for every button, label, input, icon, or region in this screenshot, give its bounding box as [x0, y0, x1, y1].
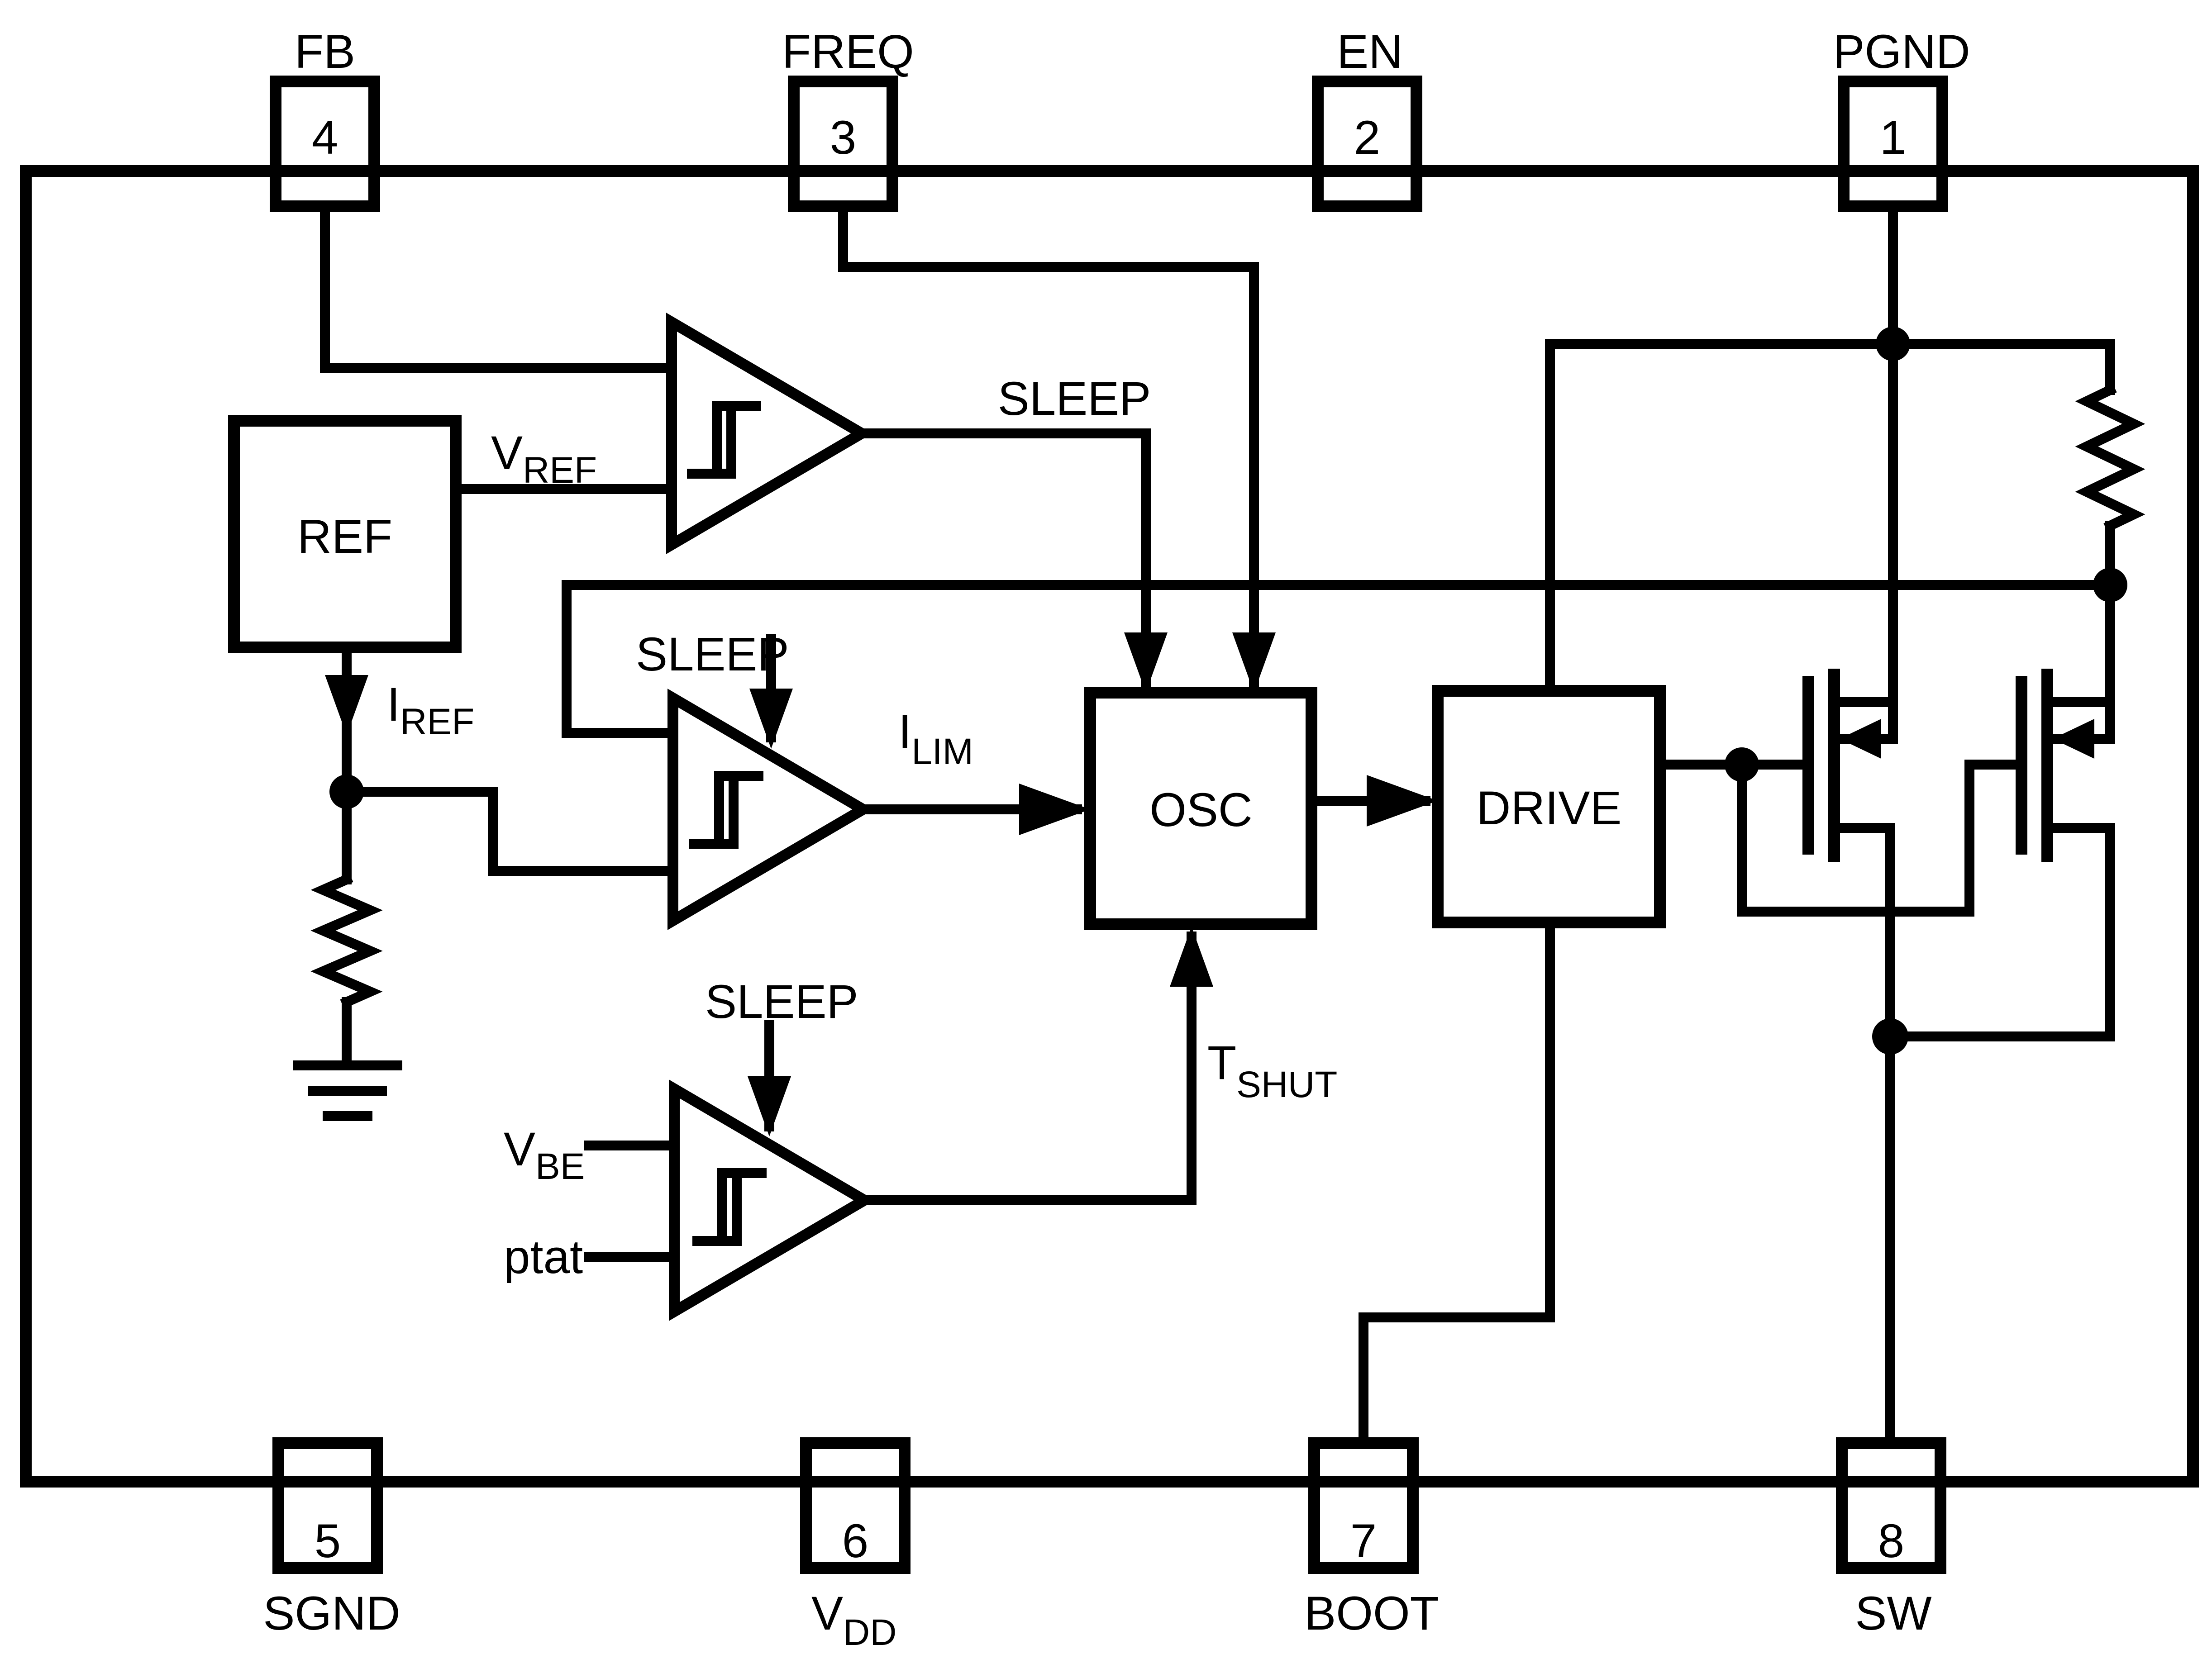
chip-outline	[20, 165, 2199, 1488]
pin-box-pgnd	[1838, 76, 1948, 212]
hysteresis-icon	[687, 401, 761, 479]
arrowheads	[325, 632, 1438, 1136]
pin-label-en: EN	[1337, 25, 1403, 78]
junction-dots	[329, 327, 2127, 1055]
arrow-osc-into-drive-icon	[1367, 775, 1438, 827]
signal-label-iref-sub: REF	[400, 701, 474, 742]
signal-label-vref-base: V	[491, 427, 523, 480]
signal-label-ilim-sub: LIM	[911, 731, 973, 772]
signal-label-vbe: VBE	[504, 1123, 585, 1187]
comparator-ilim-triangle	[667, 689, 874, 930]
signal-label-sleep-output: SLEEP	[998, 372, 1151, 425]
pin-number-sgnd: 5	[315, 1515, 341, 1568]
arrow-sleep-into-osc-icon	[1124, 632, 1168, 693]
pin-box-fb	[270, 76, 380, 212]
pin-box-en	[1312, 76, 1422, 212]
arrow-ilim-into-osc-icon	[1019, 784, 1090, 835]
signal-label-vref-sub: REF	[523, 450, 597, 491]
signal-label-vbe-base: V	[504, 1123, 535, 1176]
wire-iref-to-comparator	[342, 787, 678, 876]
wire-m1-drain-to-sw	[1829, 823, 1895, 1448]
wire-freq-to-osc	[838, 201, 1259, 688]
comparator-thermal	[669, 1079, 875, 1321]
signal-label-tshut-base: T	[1207, 1036, 1236, 1089]
junction-dot-pgnd	[1876, 327, 1910, 361]
comparator-sleep-triangle	[666, 313, 872, 554]
pins	[270, 76, 1948, 1574]
signal-label-vref: VREF	[491, 427, 597, 491]
wire-sleep-to-osc	[857, 428, 1151, 688]
comparator-thermal-triangle	[669, 1079, 875, 1321]
signal-label-tshut-sub: SHUT	[1236, 1064, 1337, 1105]
junction-dot-sense	[2093, 568, 2127, 602]
pin-label-sw: SW	[1855, 1587, 1931, 1640]
wire-gate-routing	[1737, 760, 2026, 917]
wire-tshut-to-osc	[859, 932, 1197, 1205]
block-drive	[1432, 685, 1666, 928]
wire-drive-to-boot	[1359, 917, 1555, 1448]
block-ref	[228, 415, 462, 653]
arrow-sleep-into-thermal-comparator-icon	[748, 1076, 791, 1136]
wire-fb-to-comparator	[320, 201, 677, 373]
signal-label-ilim: ILIM	[898, 705, 973, 772]
signal-label-ptat: ptat	[504, 1231, 583, 1283]
junction-dot-sw	[1872, 1018, 1908, 1055]
signal-label-sleep-ilim: SLEEP	[636, 628, 789, 681]
resistor-iref-icon	[310, 873, 383, 1009]
pin-label-pgnd: PGND	[1833, 25, 1970, 78]
wire-m2-drain-to-sw	[1885, 823, 2115, 1041]
pin-box-vdd	[800, 1437, 911, 1574]
block-label-ref: REF	[297, 510, 392, 563]
arrow-sleep-into-ilim-comparator-icon	[749, 689, 793, 749]
mosfet-body-arrow-icon	[2053, 719, 2094, 759]
comparator-ilim	[667, 689, 874, 930]
mosfet-m2	[2016, 669, 2094, 862]
pin-number-fb: 4	[312, 111, 338, 164]
pin-box-freq	[788, 76, 898, 212]
pin-box-sw	[1836, 1437, 1946, 1574]
junction-dot-gate	[1725, 747, 1759, 782]
signal-label-ilim-base: I	[898, 705, 911, 758]
pin-label-vdd: VDD	[811, 1587, 896, 1653]
pin-box-boot	[1308, 1437, 1419, 1574]
pin-label-boot: BOOT	[1304, 1587, 1439, 1640]
pin-number-pgnd: 1	[1880, 111, 1906, 164]
block-osc	[1084, 687, 1317, 930]
pin-label-fb: FB	[295, 25, 355, 78]
arrow-freq-into-osc-icon	[1232, 632, 1276, 693]
comparator-sleep	[666, 313, 872, 554]
arrow-iref-icon	[325, 675, 368, 735]
resistor-sense-icon	[2075, 383, 2145, 532]
pin-label-vdd-sub: DD	[843, 1612, 896, 1653]
pin-box-sgnd	[272, 1437, 383, 1574]
pin-number-freq: 3	[830, 111, 856, 164]
signal-label-iref: IREF	[387, 678, 474, 742]
signal-label-iref-base: I	[387, 678, 400, 731]
arrow-tshut-into-osc-icon	[1170, 927, 1213, 987]
mosfet-m1	[1802, 669, 1881, 862]
signal-label-vbe-sub: BE	[535, 1146, 585, 1187]
wire-m1-source-stub	[1829, 697, 1898, 744]
pin-label-sgnd: SGND	[263, 1587, 400, 1640]
pin-number-sw: 8	[1878, 1515, 1904, 1568]
wire-current-sense-feedback	[562, 580, 2115, 738]
signal-label-tshut: TSHUT	[1207, 1036, 1337, 1105]
pin-number-en: 2	[1354, 111, 1380, 164]
mosfet-body-arrow-icon	[1840, 719, 1881, 759]
block-label-drive: DRIVE	[1477, 782, 1622, 835]
hysteresis-icon	[689, 771, 763, 849]
signal-label-sleep-thermal: SLEEP	[705, 975, 858, 1028]
junction-dot-iref	[329, 775, 364, 809]
pin-label-vdd-base: V	[811, 1587, 843, 1640]
pin-number-vdd: 6	[842, 1515, 868, 1568]
pin-label-freq: FREQ	[782, 25, 914, 78]
hysteresis-icon	[692, 1168, 767, 1246]
block-label-osc: OSC	[1149, 784, 1253, 836]
pin-number-boot: 7	[1350, 1515, 1377, 1568]
ground-icon	[293, 1060, 402, 1121]
